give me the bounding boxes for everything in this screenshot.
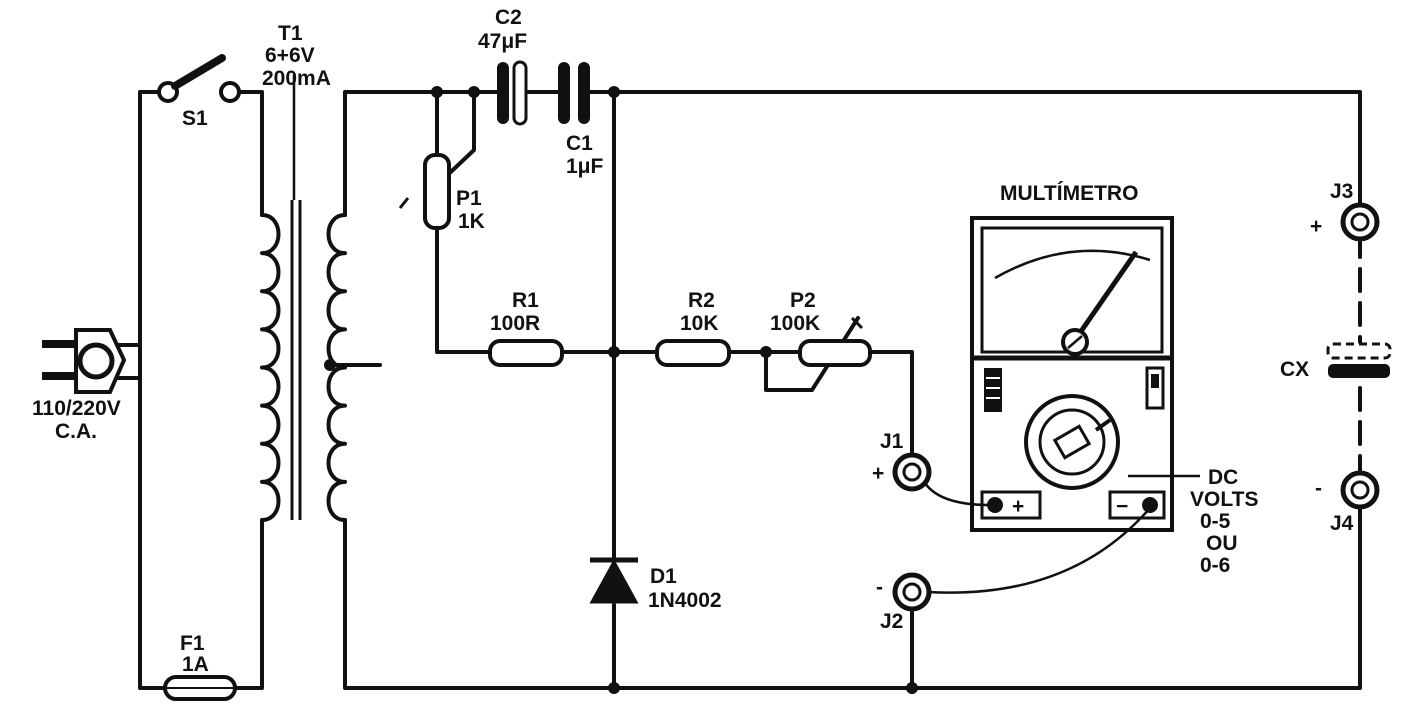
j3-polarity: + bbox=[1310, 215, 1322, 238]
range-line-3: 0-5 bbox=[1200, 510, 1231, 533]
multimeter: MULTÍMETRO + − bbox=[970, 182, 1200, 532]
r1-value: 100R bbox=[490, 312, 540, 335]
potentiometer-p2: P2 100K bbox=[770, 289, 872, 367]
transformer-t1: T1 6+6V 200mA bbox=[260, 22, 347, 522]
multimeter-title: MULTÍMETRO bbox=[1000, 182, 1138, 205]
resistor-r1: R1 100R bbox=[488, 289, 564, 367]
range-line-2: VOLTS bbox=[1190, 488, 1258, 511]
mains-type-label: C.A. bbox=[55, 420, 97, 443]
p1-value: 1K bbox=[458, 210, 485, 233]
t1-voltage: 6+6V bbox=[265, 44, 315, 67]
c2-value: 47μF bbox=[478, 30, 527, 53]
resistor-r2: R2 10K bbox=[655, 289, 731, 367]
fuse-f1: F1 1A bbox=[163, 632, 237, 701]
range-label: DC VOLTS 0-5 OU 0-6 bbox=[1190, 466, 1258, 577]
f1-value: 1A bbox=[182, 653, 209, 676]
t1-current: 200mA bbox=[262, 67, 331, 90]
j4-polarity: - bbox=[1315, 477, 1322, 500]
jack-j1: J1 + bbox=[872, 430, 932, 492]
potentiometer-p1: P1 1K bbox=[398, 153, 485, 233]
cx-label: CX bbox=[1280, 358, 1309, 381]
capacitor-c2: C2 47μF bbox=[478, 6, 528, 126]
s1-label: S1 bbox=[182, 107, 208, 130]
r2-value: 10K bbox=[680, 312, 719, 335]
j4-label: J4 bbox=[1330, 512, 1354, 535]
mains-plug: 110/220V C.A. bbox=[32, 328, 127, 443]
p2-value: 100K bbox=[770, 312, 820, 335]
meter-minus-label: − bbox=[1116, 495, 1128, 518]
meter-plus-label: + bbox=[1012, 495, 1024, 518]
p2-label: P2 bbox=[790, 289, 816, 312]
mains-voltage-label: 110/220V bbox=[32, 397, 121, 420]
p1-label: P1 bbox=[456, 187, 482, 210]
j1-label: J1 bbox=[880, 430, 904, 453]
jack-j3: J3 + bbox=[1310, 180, 1380, 242]
capacitor-cx: CX bbox=[1280, 342, 1392, 381]
c1-label: C1 bbox=[566, 132, 593, 155]
r1-label: R1 bbox=[512, 289, 539, 312]
capacitor-c1: C1 1μF bbox=[558, 62, 604, 178]
j2-polarity: - bbox=[876, 576, 883, 599]
range-line-5: 0-6 bbox=[1200, 554, 1230, 577]
j3-label: J3 bbox=[1330, 180, 1353, 203]
jack-j2: J2 - bbox=[876, 572, 932, 633]
range-line-4: OU bbox=[1206, 532, 1238, 555]
junction-dots bbox=[324, 86, 918, 694]
c1-value: 1μF bbox=[566, 155, 604, 178]
d1-value: 1N4002 bbox=[648, 589, 722, 612]
d1-label: D1 bbox=[650, 565, 677, 588]
j2-label: J2 bbox=[880, 610, 903, 633]
jack-j4: J4 - bbox=[1315, 470, 1380, 535]
c2-label: C2 bbox=[495, 6, 522, 29]
j1-polarity: + bbox=[872, 462, 884, 485]
diode-d1: D1 1N4002 bbox=[589, 557, 722, 612]
range-line-1: DC bbox=[1208, 466, 1238, 489]
switch-s1: S1 bbox=[157, 54, 241, 130]
t1-label: T1 bbox=[278, 22, 303, 45]
f1-label: F1 bbox=[180, 632, 205, 655]
r2-label: R2 bbox=[688, 289, 715, 312]
